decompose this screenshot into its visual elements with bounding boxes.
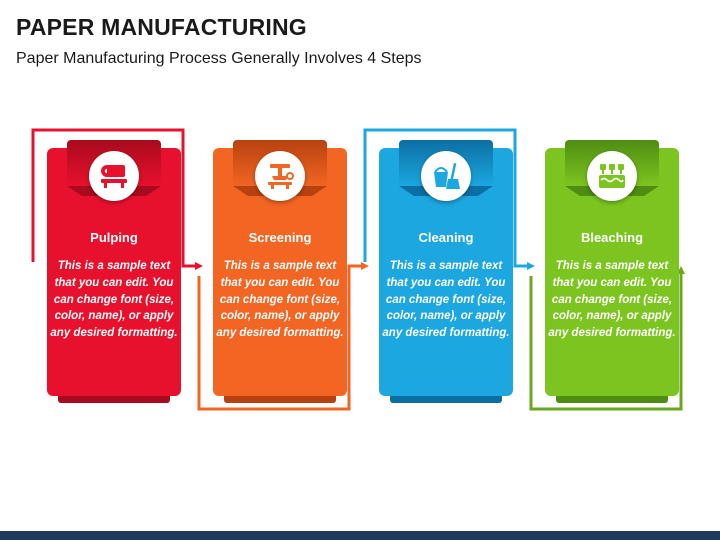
step-title: Bleaching — [580, 230, 644, 245]
bucket-broom-icon — [434, 162, 460, 189]
connector-screening — [197, 262, 369, 411]
connector-pulping — [31, 128, 203, 270]
step-title: Screening — [248, 230, 312, 245]
card-shadow — [224, 394, 336, 403]
card-shadow — [390, 394, 502, 403]
card-shadow — [58, 394, 170, 403]
paper-roll-icon — [101, 165, 127, 188]
icon-badge — [587, 151, 637, 201]
page-subtitle: Paper Manufacturing Process Generally In… — [16, 50, 422, 67]
step-title: Cleaning — [418, 230, 474, 245]
step-description: This is a sample text that you can edit.… — [382, 260, 510, 340]
icon-badge — [89, 151, 139, 201]
step-description: This is a sample text that you can edit.… — [216, 260, 344, 340]
icon-badge — [421, 151, 471, 201]
screening-machine-icon — [268, 164, 294, 189]
card-shadow — [556, 394, 668, 403]
connector-cleaning — [363, 128, 535, 270]
step-title: Pulping — [90, 230, 138, 245]
bleaching-tank-icon — [599, 164, 625, 188]
icon-badge — [255, 151, 305, 201]
step-description: This is a sample text that you can edit.… — [548, 260, 676, 340]
footer-bar — [0, 531, 720, 540]
step-description: This is a sample text that you can edit.… — [50, 260, 178, 340]
connector-bleaching — [529, 266, 685, 411]
page-title: PAPER MANUFACTURING — [16, 14, 307, 40]
